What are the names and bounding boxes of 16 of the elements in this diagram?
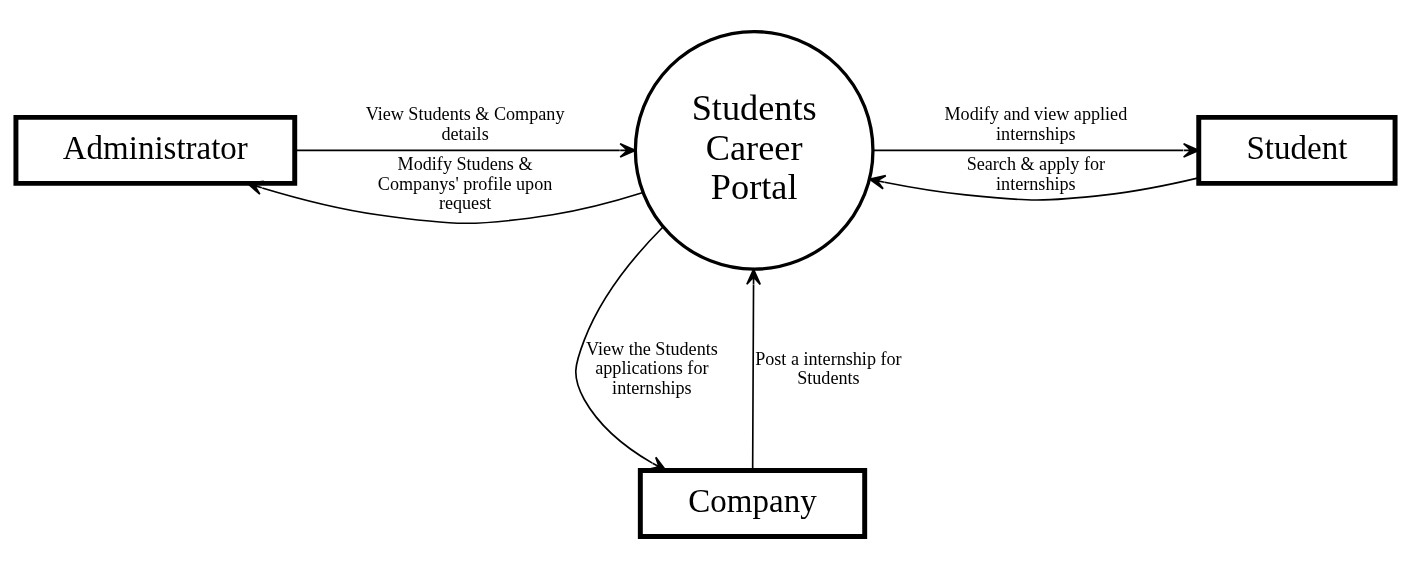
edge-label: Modify Studens & Companys' profile upon request — [377, 153, 553, 213]
edge-label: View Students & Company details — [365, 103, 565, 144]
arrow — [872, 142, 1200, 158]
edge-label: Search & apply for internships — [966, 153, 1106, 194]
node-box: Administrator — [13, 114, 298, 186]
arrow — [869, 174, 1200, 201]
arrow — [575, 225, 667, 471]
node-box: Student — [1196, 114, 1398, 186]
arrow — [746, 268, 762, 471]
node-circle: Students Career Portal — [633, 29, 875, 271]
edge-label: Modify and view applied internships — [944, 103, 1128, 144]
arrow — [294, 142, 636, 158]
edge-label: View the Students applications for internships — [585, 338, 718, 398]
arrow — [246, 180, 644, 224]
edge-label: Post a internship for Students — [755, 348, 902, 388]
node-box: Company — [637, 467, 868, 539]
